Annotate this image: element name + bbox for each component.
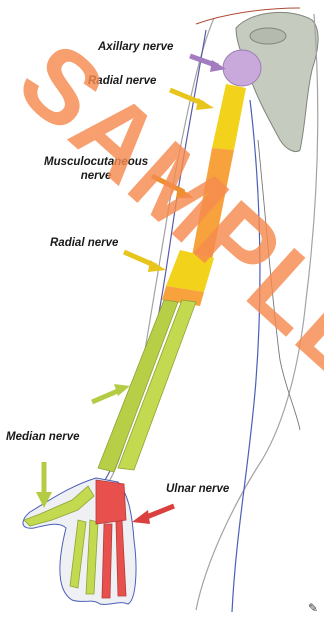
axillary-nerve-region [223, 50, 261, 86]
carpals-ulnar [96, 480, 126, 524]
acromion [250, 28, 286, 44]
corner-logo-icon: ✎ [308, 601, 318, 615]
arrow-radial-lower-head [148, 260, 166, 272]
label-axillary-nerve: Axillary nerve [98, 40, 173, 54]
musculocutaneous-nerve-region [192, 148, 234, 260]
vessel-blue-lateral [232, 100, 260, 612]
arrow-median-forearm [92, 390, 120, 402]
label-musculocutaneous-line2: nerve [44, 169, 148, 183]
arrow-ulnar-head [132, 510, 150, 524]
arrow-musculocutaneous-head [176, 186, 194, 198]
label-radial-nerve-lower: Radial nerve [50, 236, 118, 250]
radial-nerve-region-upper [212, 84, 246, 150]
label-musculocutaneous-nerve: Musculocutaneous nerve [44, 155, 148, 183]
label-median-nerve: Median nerve [6, 430, 80, 444]
arrow-radial-upper-head [196, 98, 214, 110]
label-ulnar-nerve: Ulnar nerve [166, 482, 229, 496]
vessel-grey [258, 140, 300, 430]
label-musculocutaneous-line1: Musculocutaneous [44, 155, 148, 169]
label-radial-nerve-upper: Radial nerve [88, 74, 156, 88]
